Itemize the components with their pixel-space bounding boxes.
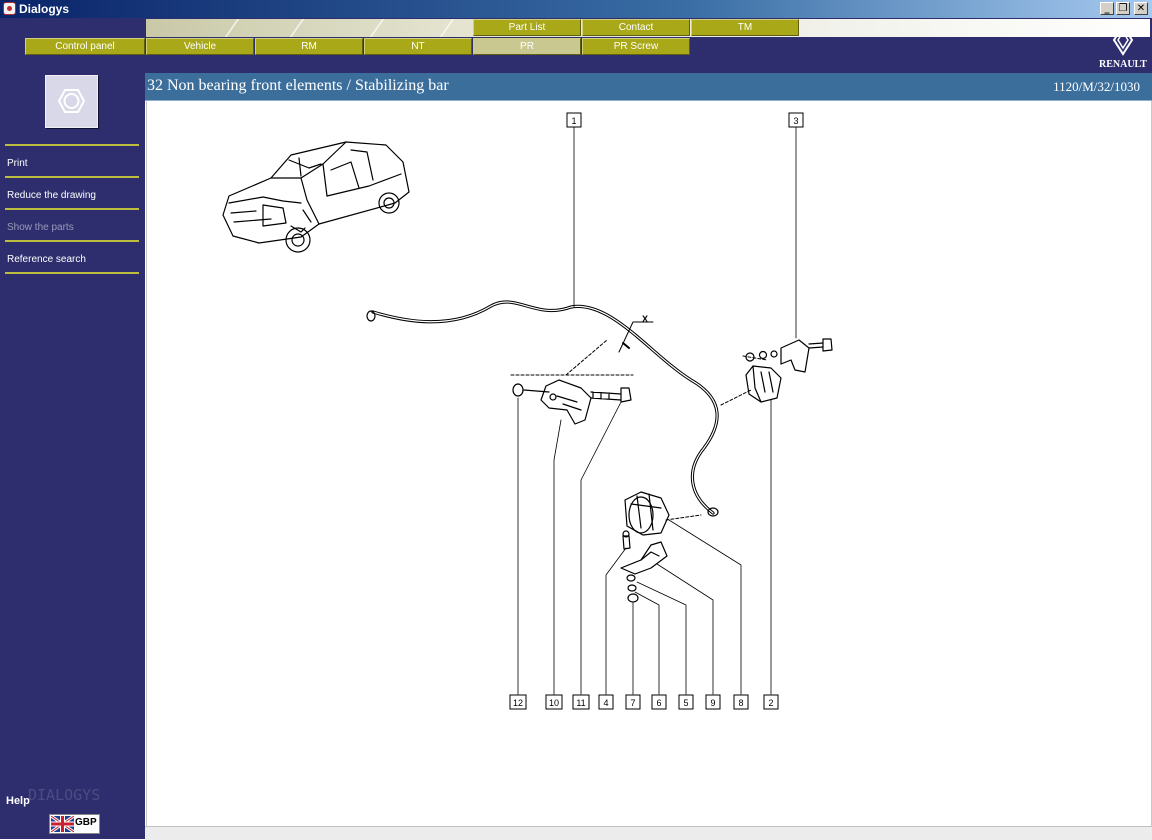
svg-text:1: 1: [571, 116, 576, 126]
svg-text:11: 11: [576, 698, 585, 708]
svg-text:4: 4: [603, 698, 608, 708]
svg-text:9: 9: [710, 698, 715, 708]
upper-right-bushing: [745, 338, 833, 403]
top-navigation: Part List Contact TM Control panel Vehic…: [0, 18, 1152, 73]
svg-text:12: 12: [513, 698, 523, 708]
callout-11[interactable]: 11: [572, 694, 590, 710]
tab-tm[interactable]: TM: [691, 19, 799, 36]
dialogys-watermark: DIALOGYS: [28, 786, 101, 804]
svg-text:5: 5: [683, 698, 688, 708]
tab-nt[interactable]: NT: [364, 38, 472, 55]
svg-text:2: 2: [768, 698, 773, 708]
callout-8[interactable]: 8: [733, 694, 749, 710]
tab-pr[interactable]: PR: [473, 38, 581, 55]
section-mark-x: X: [642, 314, 648, 324]
exploded-view-svg: X 1 3 12 10 11 4 7 6 5 9 8 2: [222, 112, 833, 710]
callout-3[interactable]: 3: [788, 112, 804, 128]
window-title: Dialogys: [19, 2, 70, 16]
callout-5[interactable]: 5: [678, 694, 694, 710]
restore-icon[interactable]: ❐: [1116, 2, 1130, 15]
sidebar-item-reference-search[interactable]: Reference search: [7, 254, 86, 265]
app-icon: [3, 2, 16, 15]
left-bracket-group: [512, 379, 632, 425]
page-header: 32 Non bearing front elements / Stabiliz…: [145, 73, 1152, 101]
lower-bushing-group: [620, 491, 670, 603]
currency-label: GBP: [75, 817, 97, 828]
tab-pr-screw[interactable]: PR Screw: [582, 38, 690, 55]
svg-text:3: 3: [793, 116, 798, 126]
tab-vehicle[interactable]: Vehicle: [146, 38, 254, 55]
status-strip: [145, 826, 1152, 840]
section-icon: [45, 75, 98, 128]
callout-4[interactable]: 4: [598, 694, 614, 710]
window-titlebar: Dialogys _ ❐ ✕: [0, 0, 1152, 18]
callout-7[interactable]: 7: [625, 694, 641, 710]
callout-6[interactable]: 6: [651, 694, 667, 710]
renault-logo-text: RENAULT: [1099, 59, 1147, 70]
help-link[interactable]: Help: [6, 795, 30, 807]
callout-1[interactable]: 1: [566, 112, 582, 128]
tab-part-list[interactable]: Part List: [473, 19, 581, 36]
svg-text:8: 8: [738, 698, 743, 708]
close-icon[interactable]: ✕: [1134, 2, 1148, 15]
renault-diamond-icon: [1112, 24, 1134, 56]
car-illustration: [222, 141, 410, 253]
stabilizer-bar: [366, 300, 719, 517]
sidebar-item-print[interactable]: Print: [7, 158, 28, 169]
hex-nut-icon: [57, 89, 86, 113]
svg-text:7: 7: [630, 698, 635, 708]
currency-button[interactable]: GBP: [49, 814, 100, 834]
page-reference: 1120/M/32/1030: [1053, 79, 1140, 94]
tab-control-panel[interactable]: Control panel: [25, 38, 145, 55]
sidebar: Print Reduce the drawing Show the parts …: [0, 73, 145, 839]
svg-text:10: 10: [549, 698, 559, 708]
parts-drawing: X 1 3 12 10 11 4 7 6 5 9 8 2: [146, 101, 1152, 826]
uk-flag-icon: [51, 816, 74, 832]
renault-logo: RENAULT: [1096, 24, 1150, 70]
minimize-icon[interactable]: _: [1100, 2, 1114, 15]
tab-rm[interactable]: RM: [255, 38, 363, 55]
tab-contact[interactable]: Contact: [582, 19, 690, 36]
svg-text:6: 6: [656, 698, 661, 708]
callout-10[interactable]: 10: [545, 694, 563, 710]
callout-9[interactable]: 9: [705, 694, 721, 710]
sidebar-item-reduce-drawing[interactable]: Reduce the drawing: [7, 190, 96, 201]
page-title: 32 Non bearing front elements / Stabiliz…: [147, 77, 449, 94]
callout-2[interactable]: 2: [763, 694, 779, 710]
sidebar-item-show-parts: Show the parts: [7, 222, 74, 233]
callout-12[interactable]: 12: [509, 694, 527, 710]
